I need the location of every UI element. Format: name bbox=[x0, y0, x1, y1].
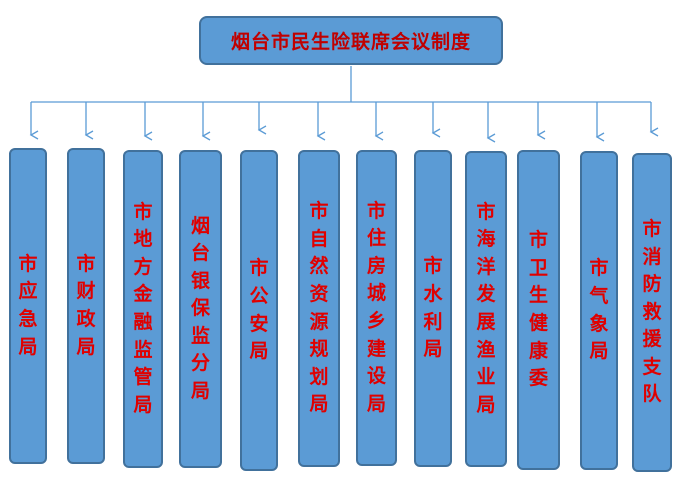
dept-label-char: 卫 bbox=[528, 256, 548, 279]
dept-label-char: 局 bbox=[309, 393, 329, 416]
dept-label-char: 消 bbox=[642, 245, 662, 268]
dept-label-char: 烟 bbox=[190, 214, 210, 237]
dept-label-char: 局 bbox=[133, 393, 153, 416]
dept-label-char: 市 bbox=[18, 252, 38, 275]
dept-box-health: 市卫生健康委 bbox=[517, 150, 560, 470]
dept-label-char: 保 bbox=[190, 297, 210, 320]
dept-box-financial-supervision: 市地方金融监管局 bbox=[123, 150, 163, 468]
dept-label-char: 委 bbox=[528, 367, 548, 390]
dept-label-char: 管 bbox=[133, 366, 153, 389]
dept-box-water: 市水利局 bbox=[414, 150, 452, 467]
dept-box-cbirc-branch: 烟台银保监分局 bbox=[179, 150, 222, 468]
dept-label-char: 台 bbox=[190, 242, 210, 265]
dept-label-char: 发 bbox=[476, 283, 496, 306]
dept-label-char: 市 bbox=[133, 200, 153, 223]
dept-label-char: 财 bbox=[76, 280, 96, 303]
dept-label-char: 乡 bbox=[366, 310, 386, 332]
dept-label-char: 象 bbox=[589, 312, 609, 335]
dept-label-char: 市 bbox=[476, 200, 496, 223]
dept-label-char: 方 bbox=[133, 255, 153, 278]
dept-label-char: 源 bbox=[309, 310, 329, 333]
dept-label-char: 渔 bbox=[476, 338, 496, 361]
dept-label-char: 自 bbox=[309, 227, 329, 250]
dept-label-char: 规 bbox=[309, 338, 329, 361]
dept-label-char: 政 bbox=[76, 308, 96, 330]
dept-label-char: 局 bbox=[76, 335, 96, 358]
dept-label-char: 支 bbox=[642, 355, 662, 378]
dept-label-char: 融 bbox=[133, 311, 153, 333]
dept-label-char: 局 bbox=[18, 335, 38, 358]
dept-label-char: 应 bbox=[18, 280, 38, 303]
dept-label-char: 局 bbox=[423, 338, 443, 361]
dept-label-char: 海 bbox=[476, 228, 496, 251]
dept-box-ocean-fishery: 市海洋发展渔业局 bbox=[465, 151, 507, 467]
dept-label-char: 局 bbox=[249, 340, 269, 363]
dept-label-char: 住 bbox=[366, 227, 386, 250]
dept-label-char: 监 bbox=[133, 338, 153, 361]
dept-label-char: 银 bbox=[190, 269, 210, 292]
dept-label-char: 市 bbox=[249, 257, 269, 280]
dept-label-char: 局 bbox=[366, 392, 386, 415]
dept-label-char: 市 bbox=[528, 229, 548, 252]
dept-label-char: 设 bbox=[366, 365, 386, 388]
dept-box-fire-rescue: 市消防救援支队 bbox=[632, 153, 672, 472]
dept-box-finance: 市财政局 bbox=[67, 148, 105, 464]
dept-label-char: 市 bbox=[642, 218, 662, 241]
dept-label-char: 防 bbox=[642, 273, 662, 296]
dept-label-char: 市 bbox=[589, 257, 609, 280]
dept-box-natural-resources: 市自然资源规划局 bbox=[298, 150, 340, 467]
dept-label-char: 队 bbox=[642, 383, 662, 406]
dept-label-char: 分 bbox=[190, 352, 210, 375]
dept-box-housing: 市住房城乡建设局 bbox=[356, 150, 397, 466]
dept-label-char: 公 bbox=[249, 284, 269, 307]
dept-label-char: 局 bbox=[589, 340, 609, 363]
dept-label-char: 划 bbox=[309, 365, 329, 388]
dept-label-char: 然 bbox=[309, 255, 329, 278]
dept-label-char: 资 bbox=[309, 282, 329, 305]
dept-label-char: 局 bbox=[190, 379, 210, 402]
dept-label-char: 气 bbox=[589, 284, 609, 307]
dept-label-char: 房 bbox=[366, 254, 386, 277]
dept-label-char: 援 bbox=[642, 328, 662, 351]
dept-label-char: 安 bbox=[249, 312, 269, 335]
dept-label-char: 水 bbox=[423, 282, 443, 305]
dept-label-char: 监 bbox=[190, 324, 210, 347]
dept-label-char: 洋 bbox=[476, 255, 496, 278]
dept-label-char: 市 bbox=[366, 199, 386, 222]
chart-title: 烟台市民生险联席会议制度 bbox=[199, 16, 503, 65]
dept-box-emergency: 市应急局 bbox=[9, 148, 47, 464]
dept-label-char: 局 bbox=[476, 393, 496, 416]
dept-box-public-security: 市公安局 bbox=[240, 150, 278, 471]
dept-label-char: 救 bbox=[642, 300, 662, 323]
dept-label-char: 市 bbox=[423, 255, 443, 278]
dept-label-char: 健 bbox=[528, 312, 548, 334]
dept-label-char: 康 bbox=[528, 339, 548, 362]
dept-label-char: 展 bbox=[476, 311, 496, 333]
dept-label-char: 地 bbox=[133, 228, 153, 251]
dept-label-char: 市 bbox=[309, 200, 329, 223]
dept-label-char: 急 bbox=[18, 308, 38, 330]
dept-label-char: 市 bbox=[76, 252, 96, 275]
dept-label-char: 利 bbox=[423, 310, 443, 333]
dept-label-char: 建 bbox=[366, 337, 386, 360]
dept-box-meteorology: 市气象局 bbox=[580, 151, 618, 470]
dept-label-char: 业 bbox=[476, 366, 496, 389]
dept-label-char: 金 bbox=[133, 283, 153, 306]
dept-label-char: 生 bbox=[528, 284, 548, 307]
dept-label-char: 城 bbox=[366, 282, 386, 305]
